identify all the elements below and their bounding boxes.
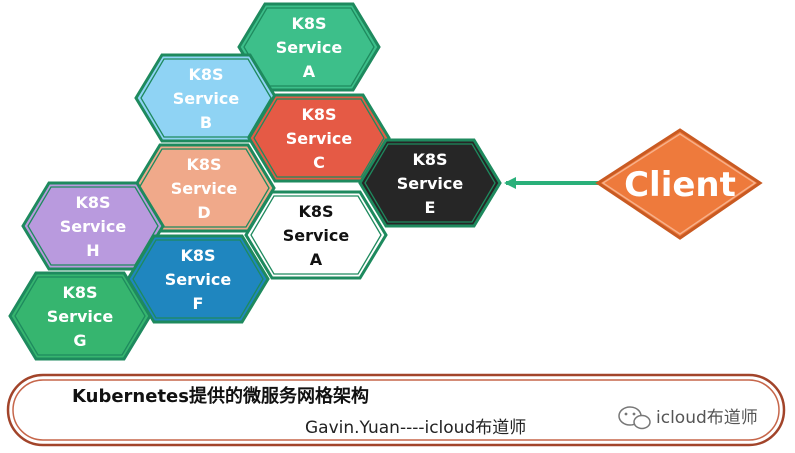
hex-label-line: K8S: [62, 283, 97, 302]
hex-shape: [8, 271, 152, 361]
banner-title: Kubernetes提供的微服务网格架构: [72, 385, 369, 407]
hex-inner-border: [250, 195, 382, 275]
wechat-icon: [618, 406, 651, 430]
hex-label-line: K8S: [298, 202, 333, 221]
hex-inner-border: [140, 58, 272, 138]
hex-label-line: Service: [47, 307, 114, 326]
hex-label-line: K8S: [291, 14, 326, 33]
hex-label-line: A: [310, 250, 323, 269]
hex-label-line: K8S: [186, 155, 221, 174]
hex-shape: [21, 181, 165, 271]
hex-inner-border: [364, 143, 496, 223]
hex-label-line: B: [200, 113, 212, 132]
hex-shape: [126, 234, 270, 324]
hex-label-line: Service: [60, 217, 127, 236]
hex-inner-border: [27, 186, 159, 266]
hex-label-line: C: [313, 153, 325, 172]
hex-inner-border: [253, 98, 385, 178]
hex-label-line: F: [193, 294, 204, 313]
watermark: icloud布道师: [618, 406, 758, 430]
hex-shape: [358, 138, 502, 228]
hex-inner-border: [14, 276, 146, 356]
client-node: Client: [595, 128, 763, 240]
banner-subtitle: Gavin.Yuan----icloud布道师: [305, 418, 526, 438]
hex-label-line: K8S: [188, 65, 223, 84]
hex-label-line: H: [86, 241, 99, 260]
hex-shape: [244, 190, 388, 280]
hex-label-line: K8S: [301, 105, 336, 124]
hex-label-line: D: [197, 203, 210, 222]
hex-label-line: Service: [171, 179, 238, 198]
hex-label-line: Service: [173, 89, 240, 108]
watermark-label: icloud布道师: [656, 408, 758, 428]
hex-label-line: Service: [286, 129, 353, 148]
hex-label-line: Service: [397, 174, 464, 193]
hex-label-line: A: [303, 62, 316, 81]
hex-label-line: Service: [276, 38, 343, 57]
hex-label-line: Service: [283, 226, 350, 245]
hex-label-line: K8S: [75, 193, 110, 212]
hex-shape: [247, 93, 391, 183]
client-label: Client: [624, 165, 736, 205]
caption-banner: Kubernetes提供的微服务网格架构 Gavin.Yuan----iclou…: [6, 373, 786, 447]
hex-label-line: Service: [165, 270, 232, 289]
hex-label-line: E: [425, 198, 436, 217]
hex-label-line: G: [73, 331, 86, 350]
hex-inner-border: [132, 239, 264, 319]
hex-label-line: K8S: [412, 150, 447, 169]
hex-label-line: K8S: [180, 246, 215, 265]
